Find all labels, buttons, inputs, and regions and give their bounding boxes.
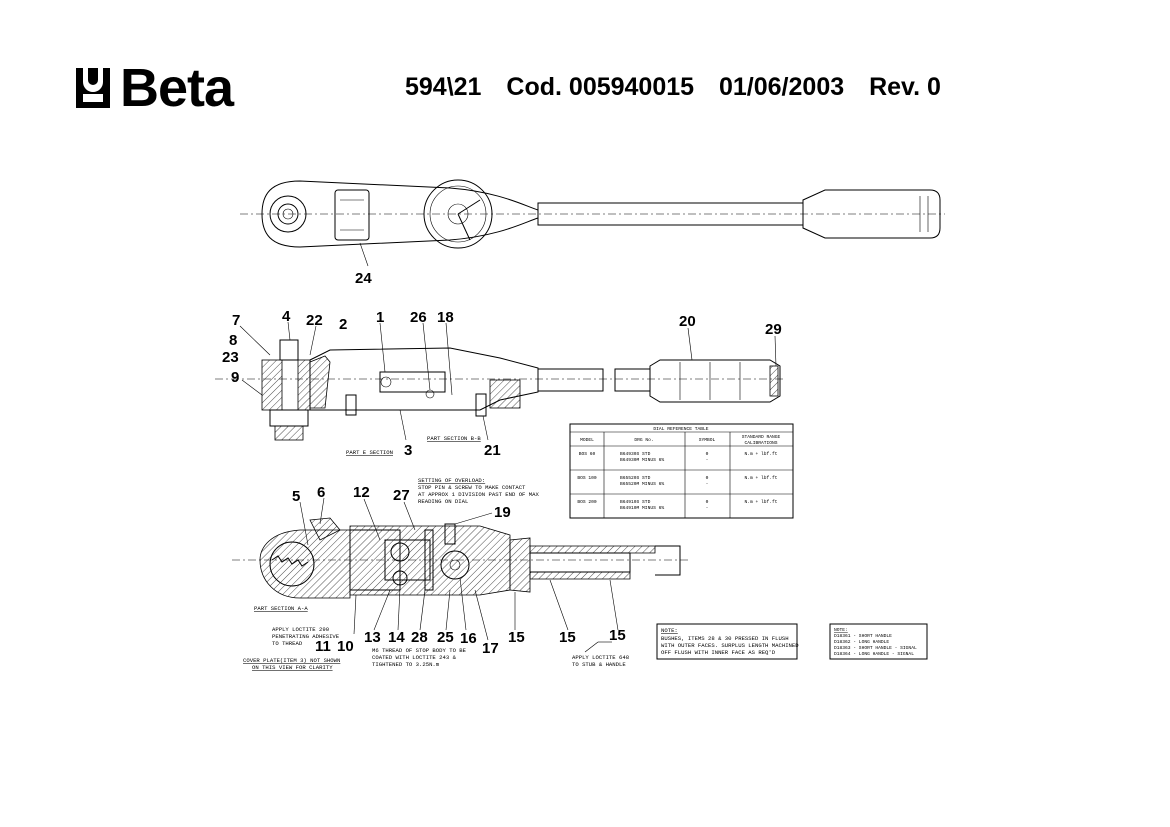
callout-1: 1 (376, 309, 384, 326)
table-row-symbol: - (706, 458, 709, 463)
document-header: 594\21 Cod. 005940015 01/06/2003 Rev. 0 (405, 73, 959, 102)
product-code: Cod. 005940015 (506, 73, 695, 101)
table-header-calibrations: CALIBRATIONS (744, 440, 777, 446)
table-row-model: BOS 100 (577, 475, 597, 481)
overload-note: AT APPROX 1 DIVISION PAST END OF MAX (418, 491, 539, 498)
side-view (215, 321, 785, 441)
note-title: NOTE: (834, 627, 848, 633)
callout-27: 27 (393, 487, 410, 504)
note-line: WITH OUTER FACES. SURPLUS LENGTH MACHINE… (661, 642, 799, 649)
label-part-e-section: PART E SECTION (346, 449, 393, 456)
m6-thread-note: COATED WITH LOCTITE 243 & (372, 654, 457, 661)
brand-name: Beta (120, 58, 234, 118)
table-row-drg: B65520M MINUS 6% (620, 481, 664, 487)
callout-3: 3 (404, 442, 412, 459)
callout-17: 17 (482, 640, 499, 657)
note-line: D18364 - LONG HANDLE - SIGNAL (834, 651, 914, 657)
callout-14: 14 (388, 629, 405, 646)
document-date: 01/06/2003 (719, 73, 845, 101)
callout-15: 15 (508, 629, 525, 646)
beta-logo-icon (76, 68, 110, 108)
callout-22: 22 (306, 312, 323, 329)
dial-reference-table (569, 423, 794, 519)
table-row-model: BOS 200 (577, 499, 597, 505)
loctite290-note: APPLY LOCTITE 290 (272, 626, 330, 633)
table-row-drg: B65520S STD (620, 475, 651, 481)
table-title: DIAL REFERENCE TABLE (653, 426, 708, 432)
table-row-calibration: N.m + lbf.ft (744, 475, 777, 481)
loctite290-note: PENETRATING ADHESIVE (272, 633, 340, 640)
revision: Rev. 0 (869, 73, 941, 101)
callout-15: 15 (559, 629, 576, 646)
callout-25: 25 (437, 629, 454, 646)
note-box-handles (829, 623, 928, 660)
cover-note: COVER PLATE(ITEM 3) NOT SHOWN (243, 657, 340, 664)
note-title: NOTE: (661, 627, 678, 634)
overload-note: READING ON DIAL (418, 498, 468, 505)
callout-2: 2 (339, 316, 347, 333)
callout-4: 4 (282, 308, 291, 325)
callout-23: 23 (222, 349, 239, 366)
label-part-section-aa: PART SECTION A-A (254, 605, 308, 612)
note-line: D18362 - LONG HANDLE (834, 639, 889, 645)
callout-7: 7 (232, 312, 240, 329)
callout-15: 15 (609, 627, 626, 644)
callout-18: 18 (437, 309, 454, 326)
loctite290-note: TO THREAD (272, 640, 303, 647)
table-row-symbol: - (706, 482, 709, 487)
table-header-range: STANDARD RANGE (742, 434, 781, 440)
note-line: BUSHES, ITEMS 28 & 30 PRESSED IN FLUSH (661, 635, 789, 642)
table-row-drg: B64930S STD (620, 451, 651, 457)
overload-note: STOP PIN & SCREW TO MAKE CONTACT (418, 484, 526, 491)
table-row-drg: B64910M MINUS 6% (620, 505, 664, 511)
callout-16: 16 (460, 630, 477, 647)
callout-9: 9 (231, 369, 239, 386)
model-number: 594\21 (405, 73, 482, 101)
table-row-model: BOS 60 (579, 451, 596, 457)
m6-thread-note: M6 THREAD OF STOP BODY TO BE (372, 647, 467, 654)
callout-24: 24 (355, 270, 372, 287)
note-line: D18361 - SHORT HANDLE (834, 633, 892, 639)
table-header-symbol: SYMBOL (699, 437, 716, 443)
note-line: OFF FLUSH WITH INNER FACE AS REQ'D (661, 649, 776, 656)
note-box-bushes (656, 623, 798, 660)
callout-13: 13 (364, 629, 381, 646)
callout-21: 21 (484, 442, 501, 459)
callout-11: 11 (315, 638, 331, 655)
callout-19: 19 (494, 504, 511, 521)
loctite648-note: APPLY LOCTITE 648 (572, 654, 629, 661)
table-row-symbol: 0 (706, 499, 709, 505)
label-part-section-bb: PART SECTION B-B (427, 435, 481, 442)
table-row-symbol: 0 (706, 475, 709, 481)
table-row-drg: B64930M MINUS 6% (620, 457, 664, 463)
m6-thread-note: TIGHTENED TO 3.25N.m (372, 661, 440, 668)
callout-28: 28 (411, 629, 428, 646)
callout-26: 26 (410, 309, 427, 326)
overload-note: SETTING OF OVERLOAD: (418, 477, 485, 484)
top-view (240, 179, 945, 267)
table-header-drg: DRG No. (634, 437, 653, 443)
table-row-symbol: - (706, 506, 709, 511)
callout-10: 10 (337, 638, 354, 655)
callout-5: 5 (292, 488, 300, 505)
note-line: D18363 - SHORT HANDLE - SIGNAL (834, 645, 917, 651)
callout-12: 12 (353, 484, 370, 501)
table-row-calibration: N.m + lbf.ft (744, 499, 777, 505)
loctite648-note: TO STUB & HANDLE (572, 661, 626, 668)
callout-6: 6 (317, 484, 325, 501)
table-row-calibration: N.m + lbf.ft (744, 451, 777, 457)
callout-20: 20 (679, 313, 696, 330)
table-row-drg: B64910S STD (620, 499, 651, 505)
section-aa-view (232, 497, 690, 641)
table-row-symbol: 0 (706, 451, 709, 457)
callout-29: 29 (765, 321, 782, 338)
callout-8: 8 (229, 332, 237, 349)
table-header-model: MODEL (580, 437, 594, 443)
cover-note: ON THIS VIEW FOR CLARITY (252, 664, 333, 671)
